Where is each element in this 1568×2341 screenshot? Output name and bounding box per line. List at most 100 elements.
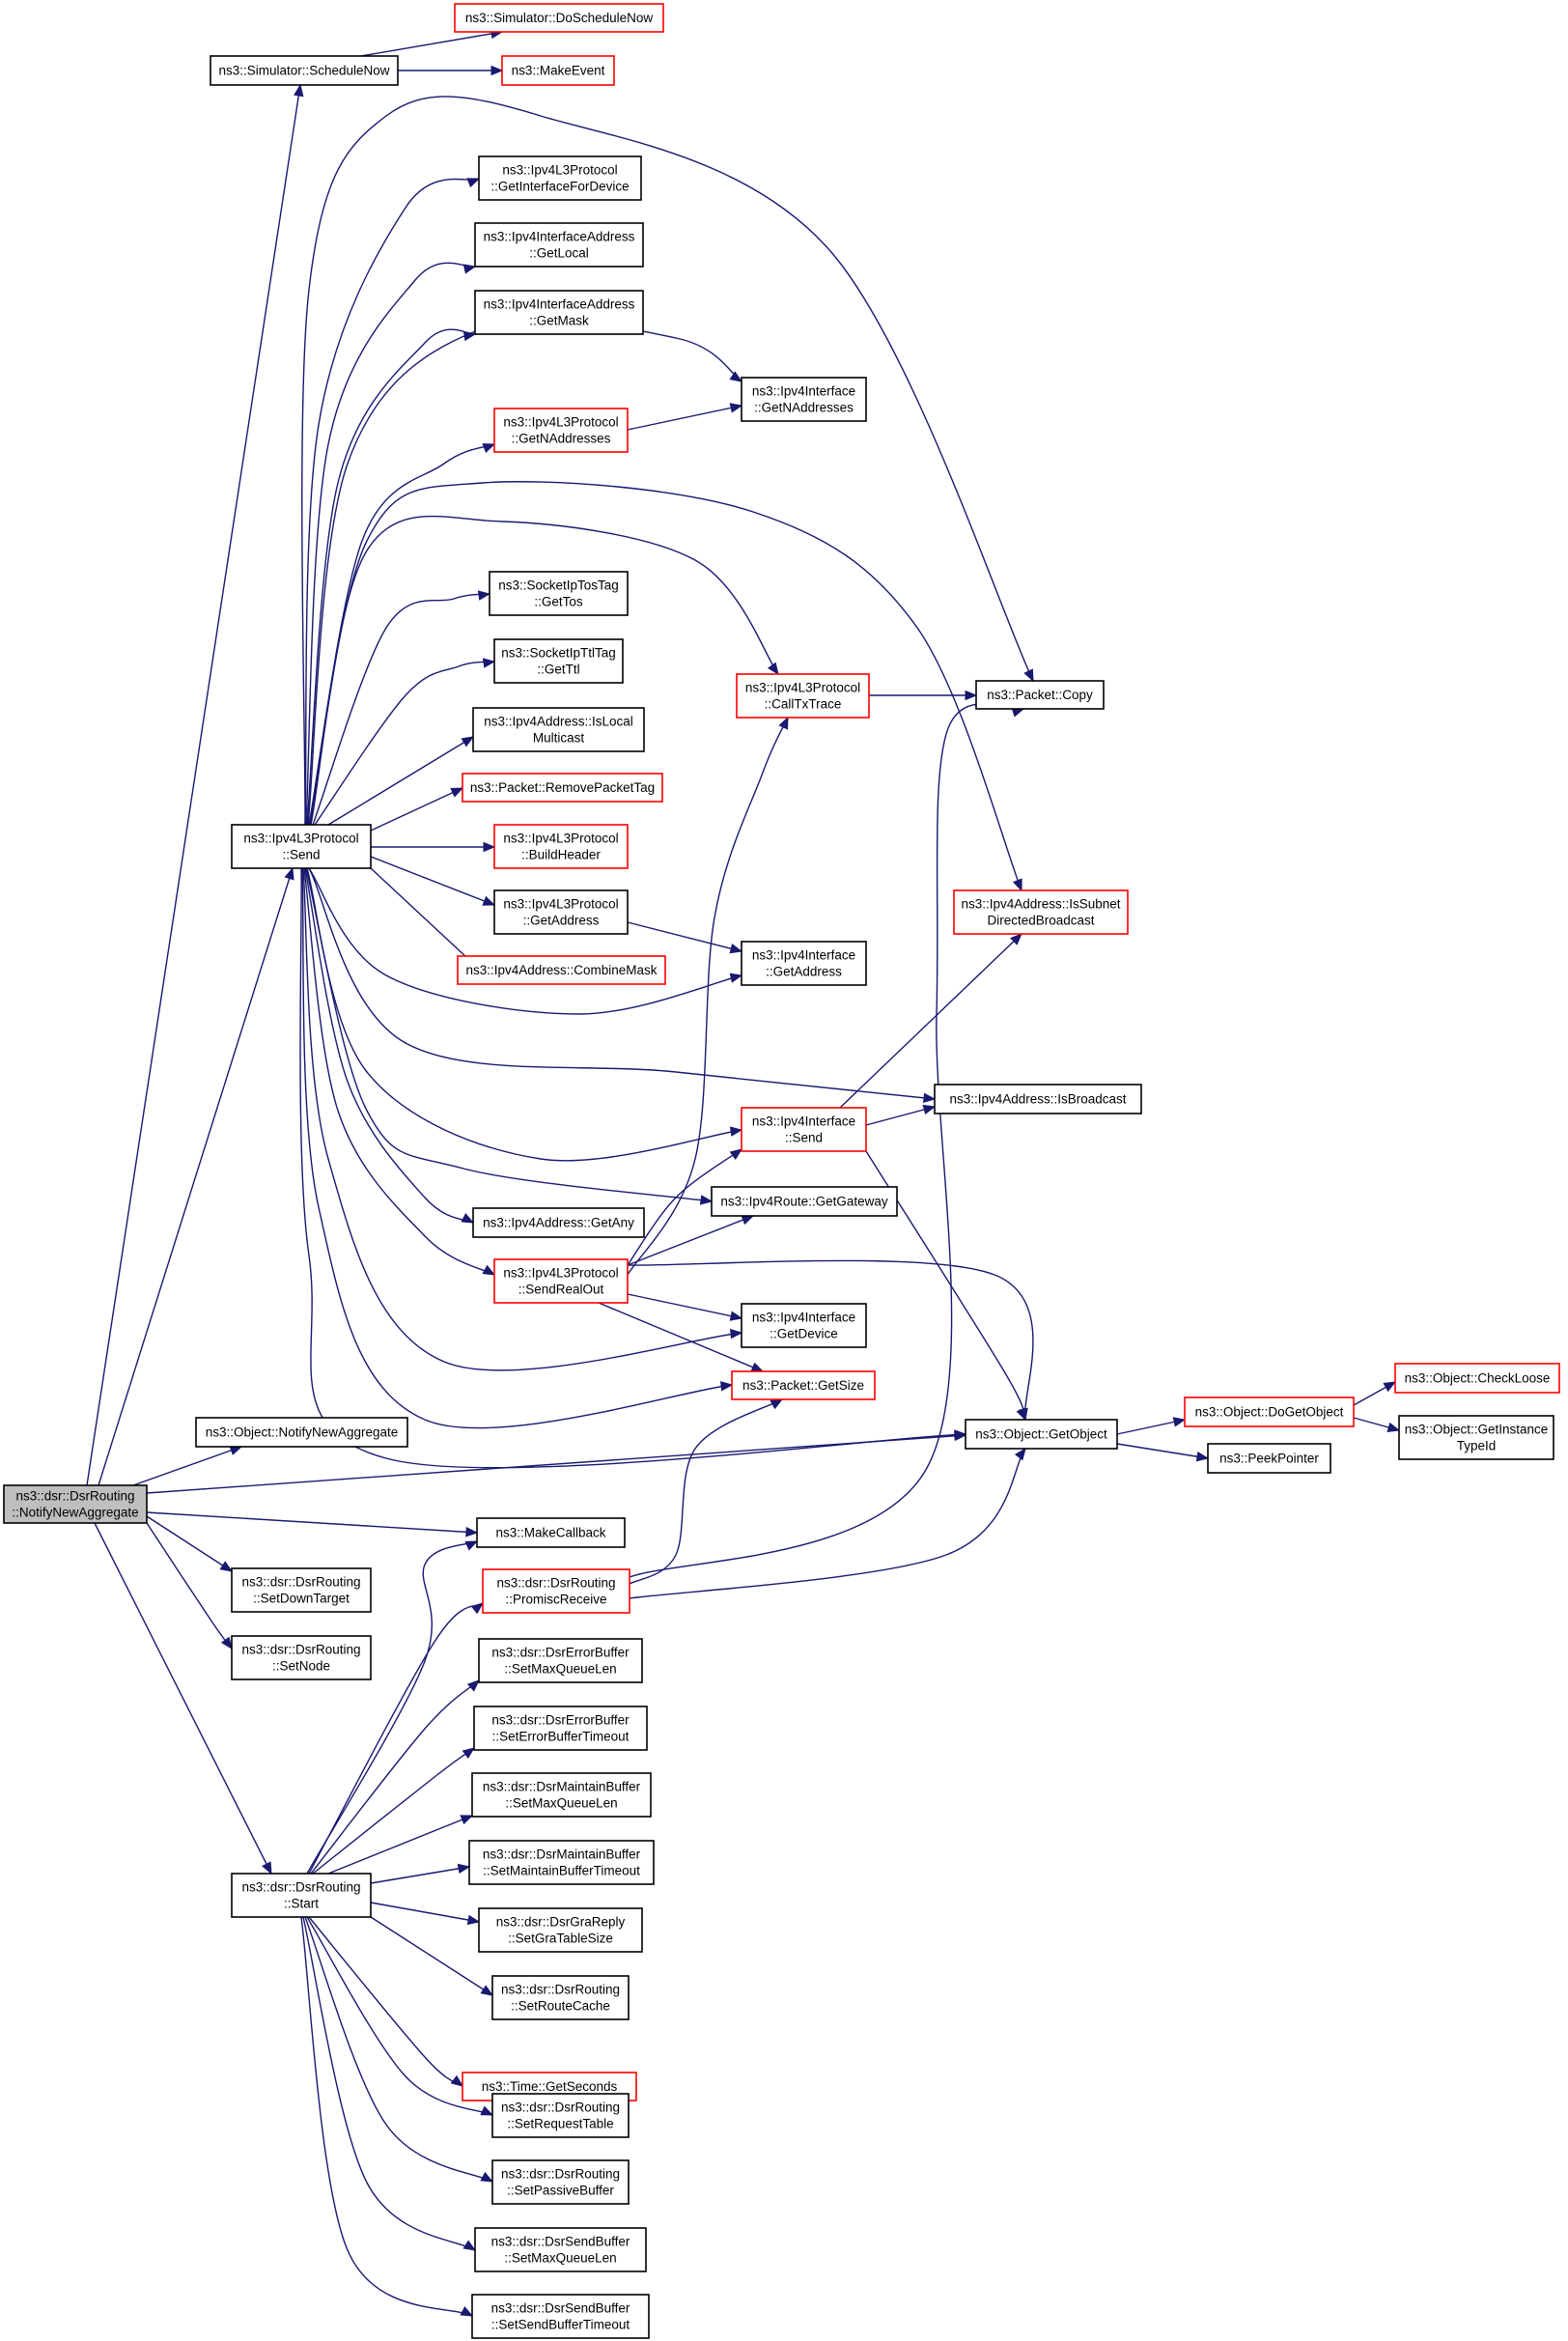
edge-sched-to-mkevent — [398, 65, 504, 76]
node-getany[interactable]: ns3::Ipv4Address::GetAny — [472, 1207, 645, 1238]
node-mkcb[interactable]: ns3::MakeCallback — [476, 1517, 626, 1548]
node-mntmaxq[interactable]: ns3::dsr::DsrMaintainBuffer::SetMaxQueue… — [471, 1772, 652, 1818]
node-passive[interactable]: ns3::dsr::DsrRouting::SetPassiveBuffer — [491, 2159, 630, 2205]
node-box — [736, 673, 870, 719]
edge-start-to-sndmaxq — [302, 1916, 477, 2251]
edge-send-to-getgw — [305, 867, 714, 1205]
arrowhead-icon — [450, 2074, 464, 2087]
node-label-line: ns3::dsr::DsrRouting — [241, 1880, 360, 1895]
node-start[interactable]: ns3::dsr::DsrRouting::Start — [231, 1873, 372, 1918]
node-getttl[interactable]: ns3::SocketIpTtlTag::GetTtl — [493, 638, 624, 684]
node-label-line: ::SetMaxQueueLen — [504, 2251, 616, 2266]
arrowhead-icon — [729, 944, 743, 954]
node-label-line: ::SetMaintainBufferTimeout — [483, 1864, 640, 1878]
edge-start-to-errto — [312, 1747, 476, 1875]
node-box — [468, 1840, 655, 1885]
node-ifgetaddr[interactable]: ns3::Ipv4Interface::GetAddress — [741, 941, 867, 986]
node-label-line: ::SetMaxQueueLen — [505, 1796, 617, 1811]
arrowhead-icon — [482, 1264, 496, 1276]
node-dosched[interactable]: ns3::Simulator::DoScheduleNow — [454, 3, 664, 33]
node-label-line: ns3::SocketIpTtlTag — [501, 646, 616, 661]
node-box — [965, 1419, 1118, 1450]
arrowhead-icon — [965, 690, 978, 701]
node-errmaxq[interactable]: ns3::dsr::DsrErrorBuffer::SetMaxQueueLen — [478, 1638, 643, 1683]
node-getobject[interactable]: ns3::Object::GetObject — [965, 1419, 1118, 1450]
edge-line — [370, 856, 495, 906]
arrowhead-icon — [741, 1215, 755, 1226]
edge-start-to-gratbl — [370, 1902, 481, 1926]
node-l3naddr[interactable]: ns3::Ipv4L3Protocol::GetNAddresses — [493, 408, 629, 453]
node-getdev[interactable]: ns3::Ipv4Interface::GetDevice — [741, 1303, 867, 1348]
node-label-line: ns3::dsr::DsrRouting — [501, 1983, 620, 1997]
node-label-line: ns3::dsr::DsrRouting — [496, 1576, 615, 1591]
node-routecache[interactable]: ns3::dsr::DsrRouting::SetRouteCache — [491, 1975, 630, 2020]
node-label-line: ns3::PeekPointer — [1219, 1452, 1319, 1466]
node-notifynew[interactable]: ns3::Object::NotifyNewAggregate — [195, 1417, 408, 1448]
node-sndmaxq[interactable]: ns3::dsr::DsrSendBuffer::SetMaxQueueLen — [474, 2227, 647, 2272]
node-sro[interactable]: ns3::Ipv4L3Protocol::SendRealOut — [493, 1258, 629, 1304]
edge-send-to-ifdev — [304, 178, 481, 826]
edge-line — [370, 787, 463, 832]
node-label-line: ::GetAddress — [523, 914, 600, 928]
node-mntto[interactable]: ns3::dsr::DsrMaintainBuffer::SetMaintain… — [468, 1840, 655, 1885]
node-l3getaddr[interactable]: ns3::Ipv4L3Protocol::GetAddress — [493, 889, 629, 935]
node-combmask[interactable]: ns3::Ipv4Address::CombineMask — [457, 955, 666, 985]
node-setdown[interactable]: ns3::dsr::DsrRouting::SetDownTarget — [231, 1567, 372, 1613]
node-calltx[interactable]: ns3::Ipv4L3Protocol::CallTxTrace — [736, 673, 870, 719]
edge-send-to-buildhdr — [371, 841, 496, 853]
node-box — [471, 1772, 652, 1818]
node-buildhdr[interactable]: ns3::Ipv4L3Protocol::BuildHeader — [493, 824, 629, 869]
edge-sro-to-calltx — [627, 716, 789, 1276]
node-label-line: ns3::Object::CheckLoose — [1405, 1371, 1551, 1386]
edge-line — [302, 1916, 476, 2251]
node-pcopy[interactable]: ns3::Packet::Copy — [975, 680, 1105, 710]
node-isbcast[interactable]: ns3::Ipv4Address::IsBroadcast — [934, 1084, 1142, 1114]
node-setnode[interactable]: ns3::dsr::DsrRouting::SetNode — [231, 1635, 372, 1680]
edge-l3getaddr-to-ifgetaddr — [627, 921, 743, 954]
node-getgw[interactable]: ns3::Ipv4Route::GetGateway — [711, 1186, 898, 1217]
node-dogetobj[interactable]: ns3::Object::DoGetObject — [1184, 1396, 1355, 1427]
node-box — [457, 955, 666, 985]
node-box — [476, 1517, 626, 1548]
node-getsize[interactable]: ns3::Packet::GetSize — [731, 1370, 876, 1400]
arrowhead-icon — [477, 590, 491, 601]
node-rmtag[interactable]: ns3::Packet::RemovePacketTag — [462, 773, 663, 803]
node-label-line: ::SetDownTarget — [253, 1592, 350, 1606]
node-peekptr[interactable]: ns3::PeekPointer — [1207, 1443, 1331, 1474]
node-label-line: ::Send — [282, 848, 320, 862]
node-ifdev[interactable]: ns3::Ipv4L3Protocol::GetInterfaceForDevi… — [478, 155, 642, 201]
node-label-line: ns3::dsr::DsrRouting — [15, 1489, 134, 1504]
node-getlocal[interactable]: ns3::Ipv4InterfaceAddress::GetLocal — [474, 222, 644, 268]
node-gettos[interactable]: ns3::SocketIpTosTag::GetTos — [489, 571, 629, 616]
node-label-line: ns3::Ipv4Interface — [752, 1114, 855, 1129]
node-mkevent[interactable]: ns3::MakeEvent — [501, 55, 615, 86]
node-label-line: ::SetGraTableSize — [508, 1932, 613, 1946]
node-issubnet[interactable]: ns3::Ipv4Address::IsSubnetDirectedBroadc… — [953, 889, 1129, 935]
node-sndto[interactable]: ns3::dsr::DsrSendBuffer::SetSendBufferTi… — [471, 2294, 650, 2339]
node-label-line: ::SendRealOut — [518, 1283, 604, 1297]
node-checkloose[interactable]: ns3::Object::CheckLoose — [1394, 1363, 1560, 1394]
edge-start-to-sndto — [300, 1916, 474, 2317]
node-gratbl[interactable]: ns3::dsr::DsrGraReply::SetGraTableSize — [478, 1907, 643, 1953]
node-root[interactable]: ns3::dsr::DsrRouting::NotifyNewAggregate — [3, 1484, 148, 1524]
node-box — [462, 773, 663, 803]
node-ifsend[interactable]: ns3::Ipv4Interface::Send — [741, 1107, 867, 1152]
node-label-line: ns3::dsr::DsrRouting — [241, 1575, 360, 1590]
arrowhead-icon — [770, 1398, 784, 1410]
node-reqtbl[interactable]: ns3::dsr::DsrRouting::SetRequestTable — [491, 2093, 630, 2138]
edge-line — [627, 717, 789, 1276]
node-label-line: ns3::Ipv4L3Protocol — [503, 1266, 618, 1281]
node-label-line: ns3::dsr::DsrMaintainBuffer — [483, 1780, 641, 1794]
node-label-line: ::GetLocal — [529, 246, 589, 261]
node-send[interactable]: ns3::Ipv4L3Protocol::Send — [231, 824, 372, 869]
node-getmask[interactable]: ns3::Ipv4InterfaceAddress::GetMask — [474, 290, 644, 335]
node-sched[interactable]: ns3::Simulator::ScheduleNow — [210, 55, 399, 86]
node-ifnaddr[interactable]: ns3::Ipv4Interface::GetNAddresses — [741, 377, 867, 422]
node-label-line: ns3::Object::GetObject — [975, 1427, 1107, 1442]
arrowhead-icon — [466, 1679, 480, 1692]
node-promisc[interactable]: ns3::dsr::DsrRouting::PromiscReceive — [482, 1568, 630, 1614]
node-errto[interactable]: ns3::dsr::DsrErrorBuffer::SetErrorBuffer… — [473, 1706, 648, 1751]
